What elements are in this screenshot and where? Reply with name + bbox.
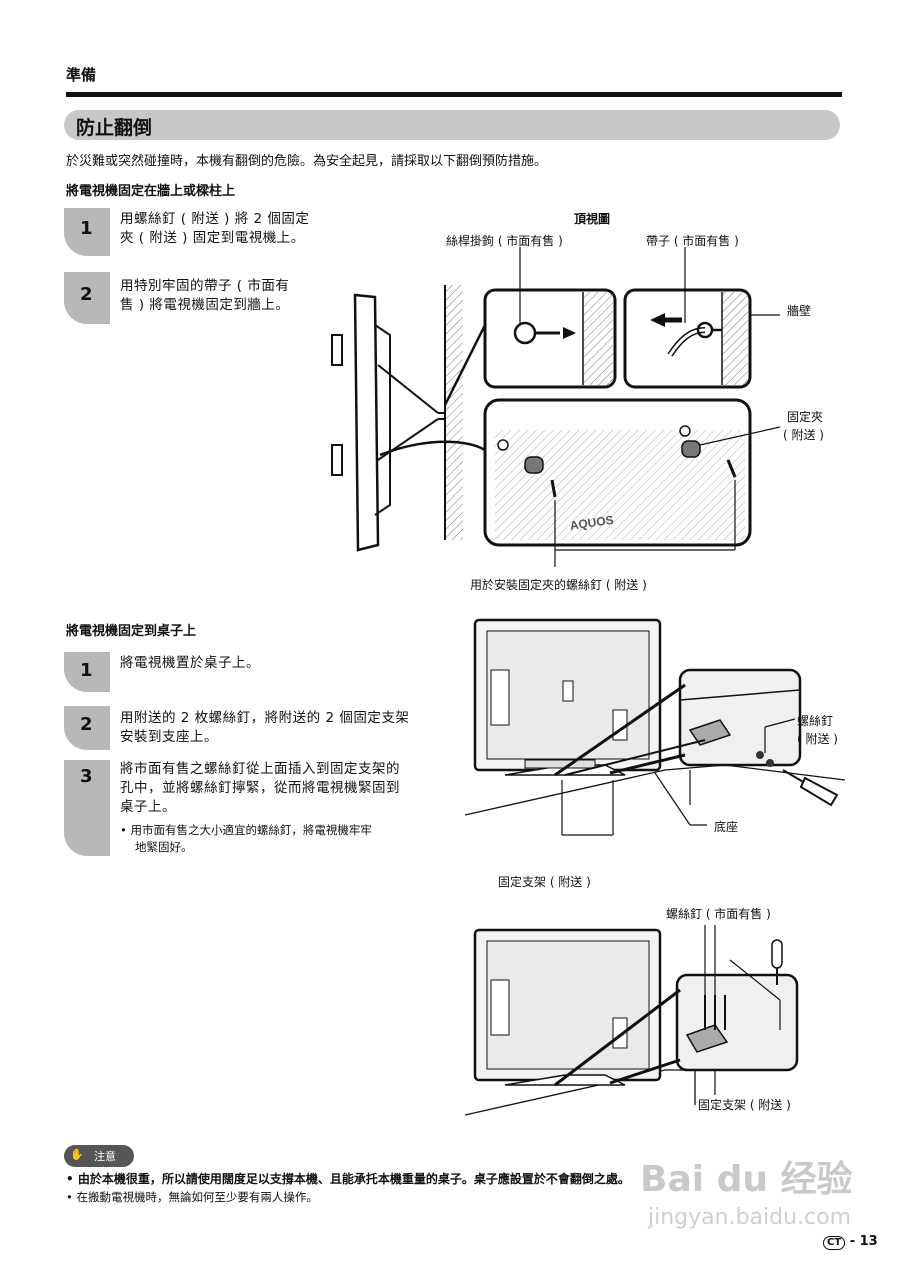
screw-supplied-label-2: ( 附送 ) [797, 732, 838, 746]
base-label: 底座 [714, 820, 739, 834]
desk-diagram-2 [465, 925, 799, 1116]
step-number: 2 [80, 284, 93, 305]
caution-label: 注意 [94, 1150, 116, 1163]
step-text: 用特別牢固的帶子 ( 市面有售 ) 將電視機固定到牆上。 [120, 278, 290, 313]
wall-label: 牆壁 [787, 304, 812, 318]
header-rule [66, 92, 842, 97]
bracket-label-2: 固定支架 ( 附送 ) [698, 1098, 791, 1112]
page-title: 防止翻倒 [76, 117, 153, 139]
step-tab [64, 652, 110, 692]
screw-label: 用於安裝固定夾的螺絲釘 ( 附送 ) [470, 578, 647, 592]
step-text: 將電視機置於桌子上。 [120, 655, 260, 671]
clamp-label-2: ( 附送 ) [783, 428, 824, 442]
wall-mount-diagram: AQUOS [331, 247, 781, 567]
page-num: 13 [859, 1234, 878, 1249]
step-number: 2 [80, 714, 93, 735]
step-text: 用附送的 2 枚螺絲釘，將附送的 2 個固定支架安裝到支座上。 [120, 710, 410, 745]
desk-section-heading: 將電視機固定到桌子上 [66, 624, 197, 639]
watermark: Bai du 经验 [640, 1159, 853, 1200]
wall-section-heading: 將電視機固定在牆上或樑柱上 [66, 184, 236, 199]
strap-label: 帶子 ( 市面有售 ) [646, 234, 739, 248]
step-text: 用螺絲釘 ( 附送 ) 將 2 個固定夾 ( 附送 ) 固定到電視機上。 [120, 211, 310, 246]
hook-label: 絲桿掛鉤 ( 市面有售 ) [446, 234, 563, 248]
caution-badge [64, 1145, 134, 1167]
region-badge: CT [823, 1236, 846, 1250]
section-tag: 準備 [66, 66, 97, 84]
step-tab [64, 706, 110, 750]
step-tab [64, 272, 110, 324]
step-number: 3 [80, 766, 93, 787]
desk-diagram-1 [465, 618, 845, 836]
page-number: CT - 13 [823, 1234, 878, 1250]
caution-item: • 在搬動電視機時，無論如何至少要有兩人操作。 [66, 1190, 318, 1204]
watermark-url: jingyan.baidu.com [648, 1205, 852, 1230]
clamp-label: 固定夾 [787, 410, 824, 424]
step-number: 1 [80, 218, 93, 239]
intro-text: 於災難或突然碰撞時，本機有翻倒的危險。為安全起見，請採取以下翻倒預防措施。 [66, 154, 548, 169]
step-text: 將市面有售之螺絲釘從上面插入到固定支架的孔中，並將螺絲釘擰緊，從而將電視機緊固到… [120, 761, 400, 815]
screw-supplied-label: 螺絲釘 [797, 714, 834, 728]
step-tab [64, 760, 110, 856]
screw-commercial-label: 螺絲釘 ( 市面有售 ) [666, 907, 771, 921]
top-view-label: 頂視圖 [574, 212, 611, 226]
hand-icon: ✋ [70, 1148, 84, 1161]
caution-item: • 由於本機很重，所以請使用闊度足以支撐本機、且能承托本機重量的桌子。桌子應設置… [66, 1172, 630, 1186]
brand-label: AQUOS [569, 513, 615, 533]
step-number: 1 [80, 660, 93, 681]
step-tab [64, 208, 110, 256]
bracket-label-1: 固定支架 ( 附送 ) [498, 875, 591, 889]
title-bar [64, 110, 840, 140]
bullet-note: • 用市面有售之大小適宜的螺絲釘，將電視機牢牢 地緊固好。 [120, 823, 372, 854]
